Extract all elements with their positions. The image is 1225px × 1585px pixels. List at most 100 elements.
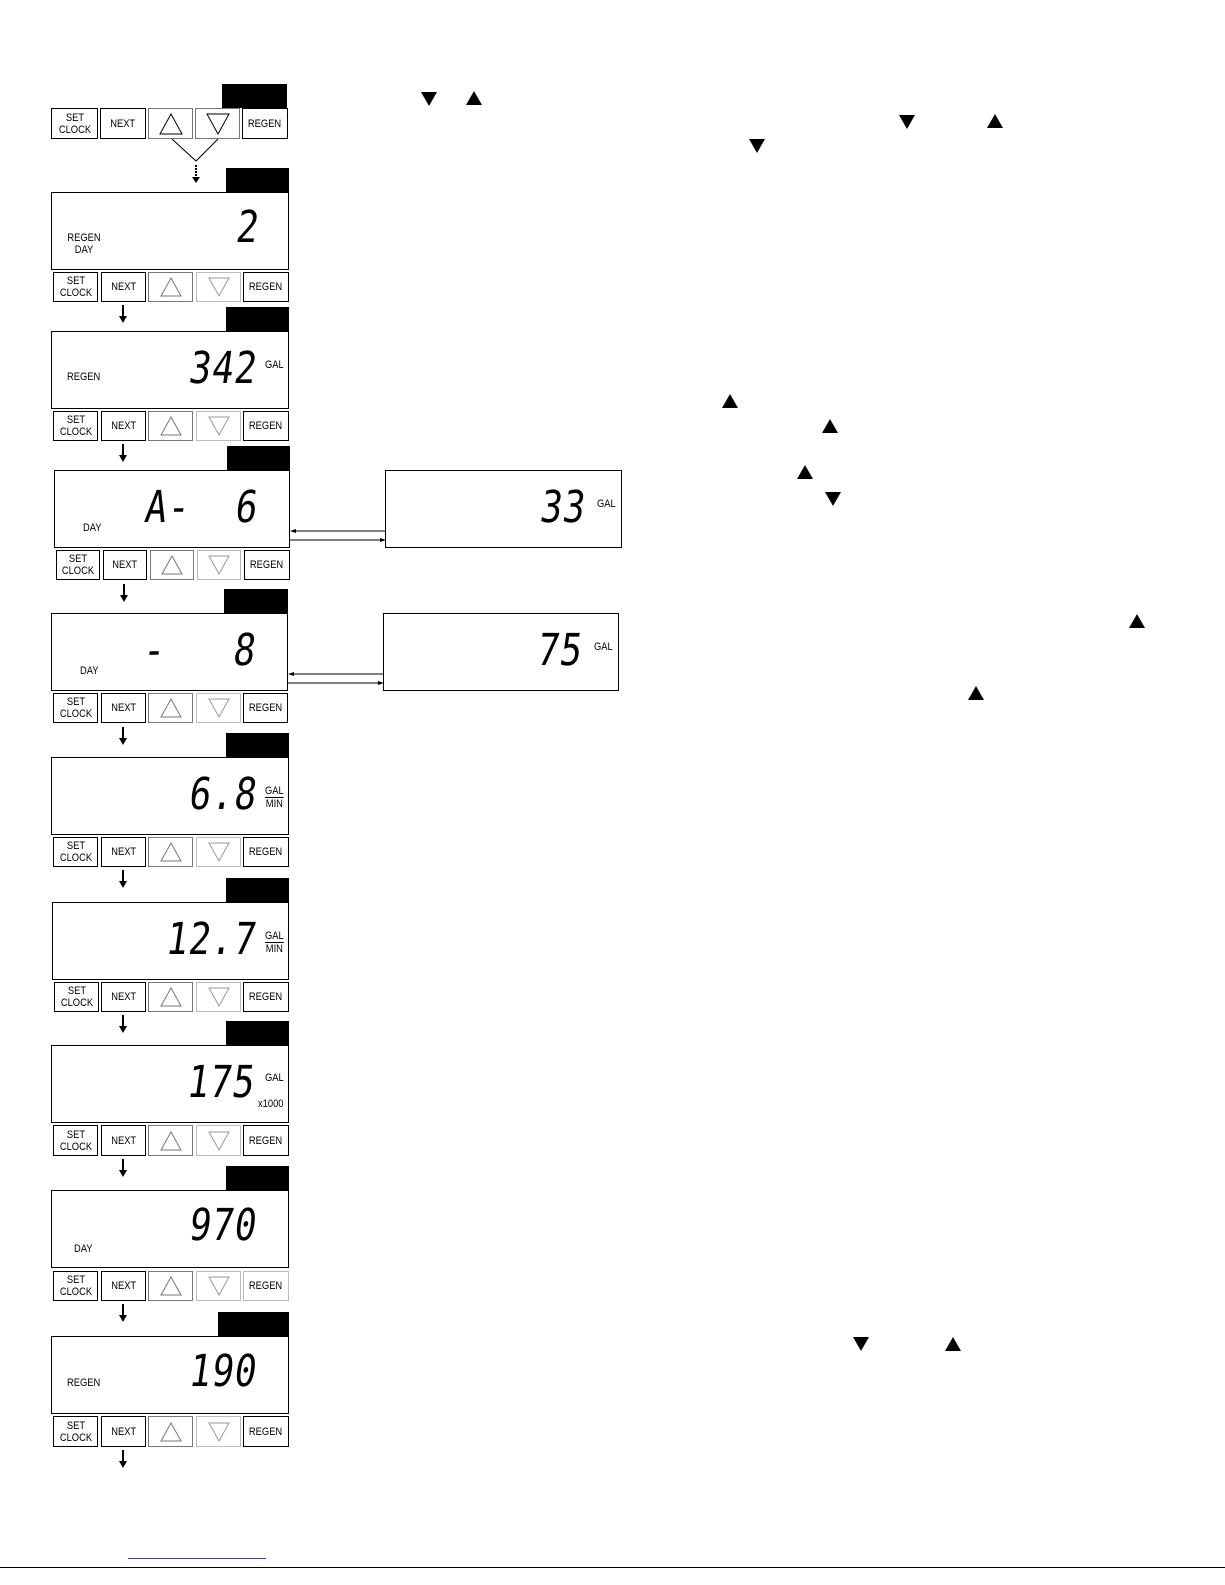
set-clock-button[interactable]: SET CLOCK [53, 693, 98, 723]
side-lcd-display: 75 GAL [383, 613, 619, 691]
next-button[interactable]: NEXT [101, 1125, 146, 1156]
footer-link-underline[interactable] [128, 1558, 266, 1559]
screen-tab [227, 446, 290, 470]
next-button[interactable]: NEXT [101, 272, 146, 302]
footer-rule [0, 1567, 1225, 1568]
down-triangle-icon [207, 1131, 230, 1151]
down-button[interactable] [196, 837, 241, 867]
down-triangle-icon [853, 1337, 869, 1351]
regen-button[interactable]: REGEN [243, 1125, 289, 1156]
up-button[interactable] [150, 550, 194, 580]
regen-button[interactable]: REGEN [243, 272, 289, 302]
screen-label: REGEN [67, 1377, 101, 1389]
up-button[interactable] [148, 411, 193, 441]
unit-top: GAL [265, 930, 284, 943]
up-triangle-icon [722, 394, 738, 408]
set-clock-button[interactable]: SET CLOCK [53, 411, 98, 441]
lcd-display: DAY 970 [51, 1190, 289, 1268]
up-triangle-icon [159, 1130, 182, 1150]
screen-value: 12.7 [163, 914, 261, 965]
down-arrow-icon [119, 1304, 127, 1322]
up-button[interactable] [148, 1125, 193, 1156]
screen-value: A- 6 [141, 482, 262, 533]
up-triangle-icon [158, 112, 183, 134]
next-button[interactable]: NEXT [101, 1416, 146, 1447]
up-triangle-icon [797, 465, 813, 479]
next-button[interactable]: NEXT [100, 108, 146, 139]
screen-label: REGEN [67, 371, 101, 383]
down-triangle-icon [899, 115, 915, 129]
set-clock-button[interactable]: SET CLOCK [53, 837, 98, 867]
up-triangle-icon [466, 91, 482, 105]
down-button[interactable] [195, 108, 240, 139]
regen-button[interactable]: REGEN [244, 550, 290, 580]
down-triangle-icon [207, 277, 230, 297]
unit-bottom: MIN [265, 943, 283, 955]
next-button[interactable]: NEXT [101, 693, 146, 723]
screen-tab [218, 1312, 289, 1336]
unit-fraction: GAL MIN [265, 930, 284, 955]
down-button[interactable] [196, 1125, 241, 1156]
regen-button[interactable]: REGEN [243, 693, 288, 723]
up-button[interactable] [148, 693, 193, 723]
set-clock-button[interactable]: SET CLOCK [53, 1271, 98, 1301]
set-clock-button[interactable]: SET CLOCK [53, 272, 98, 302]
up-triangle-icon [159, 1421, 182, 1441]
next-button[interactable]: NEXT [103, 550, 147, 580]
side-screen-value: 33 [537, 482, 590, 533]
lcd-display: 175 GAL x1000 [51, 1045, 289, 1123]
down-button[interactable] [196, 1271, 241, 1301]
down-button[interactable] [196, 411, 241, 441]
unit-label: GAL [265, 1072, 284, 1084]
up-button[interactable] [148, 837, 193, 867]
screen-value: 342 [185, 343, 261, 394]
down-button[interactable] [196, 982, 241, 1012]
set-clock-button[interactable]: SET CLOCK [53, 1416, 98, 1447]
unit-label: GAL [265, 359, 284, 371]
up-triangle-icon [945, 1337, 961, 1351]
screen-tab [226, 1021, 289, 1045]
regen-button[interactable]: REGEN [243, 1416, 289, 1447]
up-triangle-icon [987, 114, 1003, 128]
set-clock-button[interactable]: SET CLOCK [53, 1125, 98, 1156]
regen-button[interactable]: REGEN [243, 982, 289, 1012]
set-clock-button[interactable]: SET CLOCK [51, 108, 98, 139]
down-triangle-icon [207, 1276, 230, 1296]
set-clock-button[interactable]: SET CLOCK [54, 982, 99, 1012]
up-triangle-icon [822, 419, 838, 433]
next-button[interactable]: NEXT [101, 411, 146, 441]
set-clock-button[interactable]: SET CLOCK [56, 550, 100, 580]
down-arrow-icon [119, 727, 127, 745]
up-button[interactable] [148, 272, 193, 302]
down-button[interactable] [197, 550, 241, 580]
up-button[interactable] [148, 108, 193, 139]
next-button[interactable]: NEXT [101, 1271, 146, 1301]
up-triangle-icon [1129, 614, 1145, 628]
unit-label: GAL [594, 641, 613, 653]
regen-button[interactable]: REGEN [242, 108, 288, 139]
up-button[interactable] [148, 1271, 193, 1301]
unit-top: GAL [265, 785, 284, 798]
regen-button[interactable]: REGEN [243, 411, 289, 441]
next-button[interactable]: NEXT [101, 837, 146, 867]
toggle-link-arrows [290, 529, 386, 542]
screen-tab [226, 878, 289, 902]
regen-button[interactable]: REGEN [243, 837, 289, 867]
regen-button[interactable]: REGEN [243, 1271, 289, 1301]
lcd-display: REGEN 342 GAL [51, 331, 289, 409]
up-triangle-icon [159, 416, 182, 436]
down-triangle-icon [207, 842, 230, 862]
up-button[interactable] [148, 1416, 193, 1447]
side-screen-value: 75 [534, 625, 587, 676]
up-triangle-icon [159, 698, 182, 718]
down-triangle-icon [205, 113, 230, 135]
screen-tab [226, 733, 289, 757]
down-button[interactable] [196, 272, 241, 302]
down-button[interactable] [196, 1416, 241, 1447]
lcd-display: REGEN 190 [51, 1336, 289, 1414]
down-arrow-icon [119, 444, 127, 462]
next-button[interactable]: NEXT [101, 982, 146, 1012]
up-button[interactable] [148, 982, 193, 1012]
down-button[interactable] [196, 693, 241, 723]
up-triangle-icon [159, 277, 182, 297]
